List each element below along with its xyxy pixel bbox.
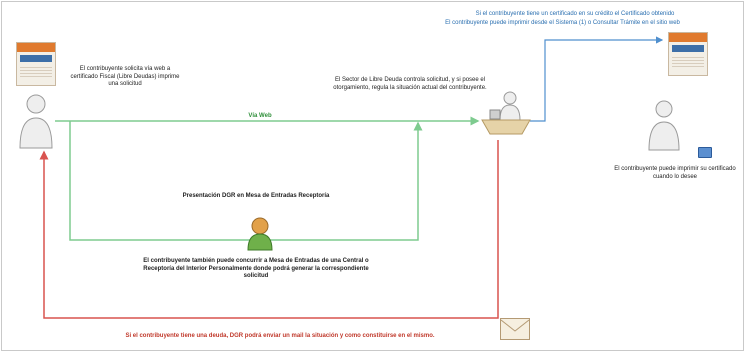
office-desk-icon [481,91,531,135]
user-icon [19,94,53,149]
document-icon [16,42,56,86]
document-icon [668,32,708,76]
computer-icon [698,147,712,158]
debt-return-line [39,140,499,319]
user-icon [648,100,680,151]
via-web-label: Vía Web [248,113,272,119]
left-note: El contribuyente solicita vía web a cert… [70,66,180,87]
envelope-icon [500,318,530,340]
agency-note: El contribuyente también puede concurrir… [143,258,369,279]
top-note-1: Si el contribuyente tiene un certificado… [475,11,675,17]
right-note: El contribuyente puede imprimir su certi… [614,166,736,180]
bottom-note: Si el contribuyente tiene una deuda, DGR… [125,333,435,339]
agency-title: Presentación DGR en Mesa de Entradas Rec… [182,193,330,199]
agency-flow-line [69,121,423,241]
result-flow-arrow [530,36,664,122]
center-note: El Sector de Libre Deuda controla solici… [333,77,487,91]
agency-person-icon [247,217,273,251]
top-note-2: El contribuyente puede imprimir desde el… [445,20,680,26]
